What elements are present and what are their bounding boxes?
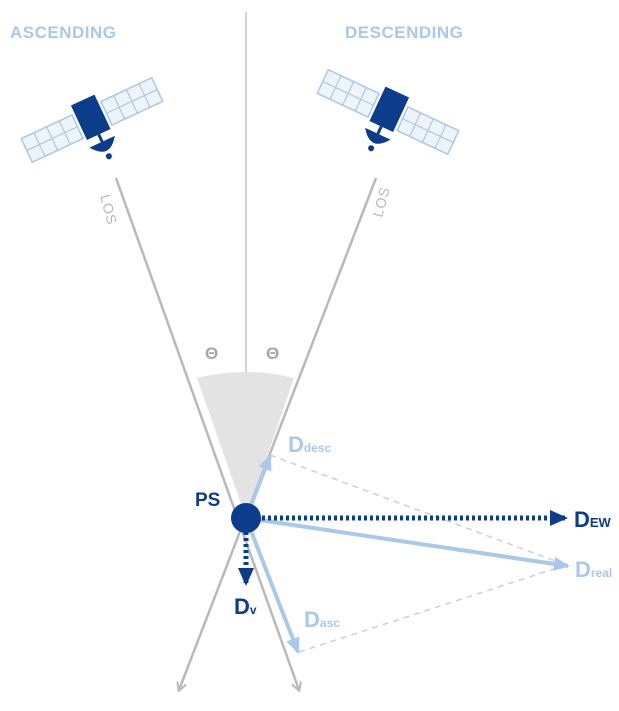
los-label-ascending: LOS — [97, 193, 120, 227]
label-d-vertical: Dv — [234, 594, 257, 619]
vector-d-real — [245, 516, 570, 571]
theta-label-left: Θ — [205, 344, 218, 363]
los-line-ascending — [114, 177, 299, 690]
incidence-cone — [197, 372, 294, 518]
los-line-descending — [179, 177, 378, 690]
satellite-ascending-icon — [20, 76, 164, 164]
descending-header: DESCENDING — [345, 23, 463, 42]
los-label-descending: LOS — [369, 185, 392, 219]
ascending-header: ASCENDING — [10, 23, 117, 42]
label-d-asc: Dasc — [304, 607, 340, 632]
satellite-descending-icon — [316, 68, 460, 156]
label-d-desc: Ddesc — [288, 432, 332, 457]
label-d-real: Dreal — [575, 557, 612, 582]
label-d-ew: DEW — [574, 507, 612, 532]
vector-d-asc — [244, 517, 300, 654]
persistent-scatterer-label: PS — [195, 490, 220, 511]
theta-label-right: Θ — [266, 344, 279, 363]
dashed-asc-to-real — [298, 564, 567, 653]
dashed-desc-to-real — [269, 454, 567, 566]
persistent-scatterer-point — [231, 503, 261, 533]
